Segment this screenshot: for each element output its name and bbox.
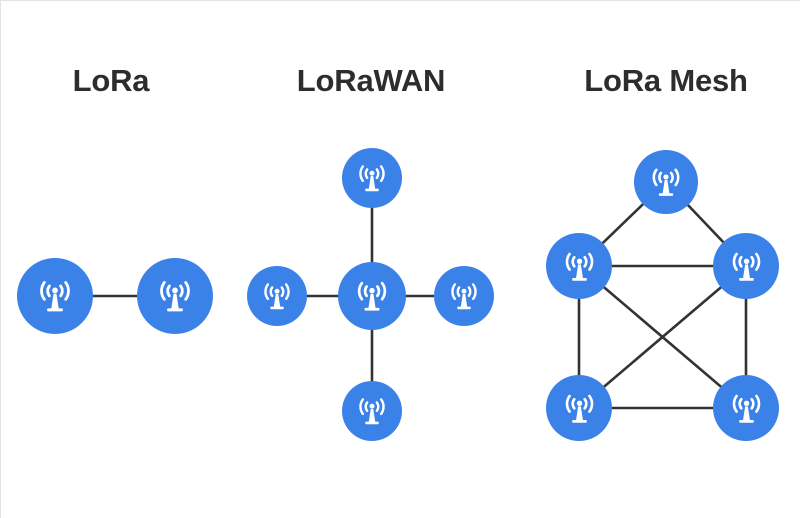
- section-title-lora-mesh: LoRa Mesh: [584, 63, 748, 98]
- node-lorawan-center[interactable]: [338, 262, 406, 330]
- section-title-lora: LoRa: [72, 63, 150, 98]
- node-mesh-lower-left[interactable]: [546, 375, 612, 441]
- node-mesh-lower-right[interactable]: [713, 375, 779, 441]
- radio-tower-icon: [451, 283, 477, 310]
- radio-tower-icon: [40, 281, 70, 312]
- node-lora-2[interactable]: [137, 258, 213, 334]
- radio-tower-icon: [359, 398, 385, 425]
- node-lora-1[interactable]: [17, 258, 93, 334]
- radio-tower-icon: [652, 168, 680, 196]
- radio-tower-icon: [359, 165, 385, 192]
- node-lorawan-bottom[interactable]: [342, 381, 402, 441]
- node-lorawan-right[interactable]: [434, 266, 494, 326]
- node-mesh-top[interactable]: [634, 150, 698, 214]
- radio-tower-icon: [357, 281, 387, 311]
- radio-tower-icon: [565, 394, 593, 423]
- node-lorawan-left[interactable]: [247, 266, 307, 326]
- radio-tower-icon: [732, 252, 760, 281]
- radio-tower-icon: [732, 394, 760, 423]
- section-title-lorawan: LoRaWAN: [296, 63, 446, 98]
- radio-tower-icon: [565, 252, 593, 281]
- node-mesh-upper-left[interactable]: [546, 233, 612, 299]
- node-mesh-upper-right[interactable]: [713, 233, 779, 299]
- node-lorawan-top[interactable]: [342, 148, 402, 208]
- radio-tower-icon: [264, 283, 290, 310]
- radio-tower-icon: [160, 281, 190, 312]
